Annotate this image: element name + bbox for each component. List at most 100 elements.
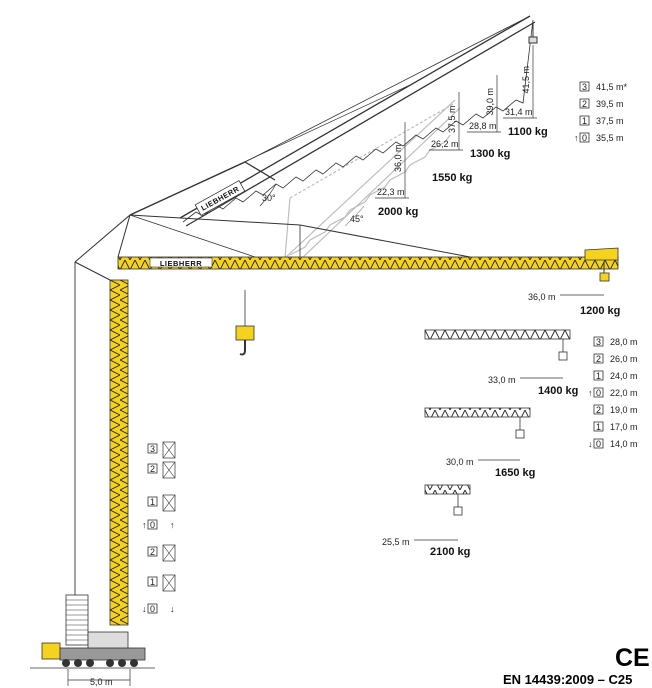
legend-arrow-icon: ↑ xyxy=(588,388,593,398)
radius-label: 36,0 m xyxy=(528,292,556,302)
section-icon-cross xyxy=(162,441,176,459)
tower-section-icon: 3 xyxy=(147,441,176,459)
angle-30-arc xyxy=(259,183,277,207)
section-icon-cross xyxy=(162,461,176,479)
horizontal-jib-brand-label: LIEBHERR xyxy=(160,259,202,268)
legend-key: 0 xyxy=(596,388,601,398)
section-key-box xyxy=(147,576,158,587)
jib-brand-plate xyxy=(194,180,246,216)
radius-label: 30,0 m xyxy=(446,457,474,467)
load-label: 1650 kg xyxy=(495,467,535,479)
section-key-box xyxy=(147,519,158,530)
hook-block xyxy=(558,351,568,361)
legend-value: 35,5 m xyxy=(596,133,624,143)
legend-key: 0 xyxy=(596,439,601,449)
section-icon-cross xyxy=(162,574,176,592)
load-label: 1300 kg xyxy=(470,148,510,160)
height-label: 39,0 m xyxy=(485,88,495,116)
radius-label: 31,4 m xyxy=(505,107,533,117)
radius-label: 22,3 m xyxy=(377,187,405,197)
legend-key: 2 xyxy=(596,354,601,364)
base-width-dimension xyxy=(67,669,131,686)
legend-key-box xyxy=(593,387,604,398)
base-undercarriage xyxy=(30,631,155,669)
legend-row: 2 26,0 m xyxy=(593,353,638,364)
luffing-config: 37,5 m 26,2 m 1550 kg xyxy=(429,92,472,184)
legend-row: 0↑ 22,0 m xyxy=(588,387,638,398)
legend-key-box xyxy=(593,370,604,381)
section-arrow-icon: ↑ xyxy=(170,520,175,530)
legend-key: 1 xyxy=(596,371,601,381)
legend-key-box xyxy=(593,404,604,415)
tower-section-icon: 1 xyxy=(147,574,176,592)
tower-section-icon: 1 xyxy=(147,494,176,512)
short-jib-lattice xyxy=(425,408,530,417)
load-label: 1550 kg xyxy=(432,172,472,184)
horizontal-config: 25,5 m 2100 kg xyxy=(382,484,471,558)
section-icon-cross xyxy=(162,494,176,512)
legend-key: 2 xyxy=(596,405,601,415)
tower-section-icon: 2 xyxy=(147,461,176,479)
section-key-box xyxy=(147,496,158,507)
legend-arrow-icon: ↑ xyxy=(574,133,579,143)
tower-section-icon: 0↑↑ xyxy=(142,519,175,530)
legend-value: 26,0 m xyxy=(610,354,638,364)
jib-tip-hook xyxy=(528,22,538,44)
jib-brand-label: LIEBHERR xyxy=(200,184,241,212)
angle-45-arc xyxy=(344,205,365,227)
legend-value: 14,0 m xyxy=(610,439,638,449)
tower xyxy=(65,214,131,646)
legend-key-box xyxy=(579,81,590,92)
horizontal-config: 30,0 m 1650 kg xyxy=(424,407,535,479)
load-label: 1400 kg xyxy=(538,385,578,397)
height-label: 36,0 m xyxy=(393,144,403,172)
legend-value: 41,5 m* xyxy=(596,82,628,92)
ce-mark: CE xyxy=(615,644,650,672)
legend-key: 2 xyxy=(582,99,587,109)
short-jib-lattice xyxy=(425,330,570,339)
section-key: 2 xyxy=(150,464,155,474)
height-label: 37,5 m xyxy=(447,105,457,133)
legend-key: 3 xyxy=(596,337,601,347)
hook-block xyxy=(453,506,463,516)
legend-key-box xyxy=(593,438,604,449)
load-label: 1100 kg xyxy=(508,126,548,138)
ghost-jib-45 xyxy=(284,99,461,261)
legend-value: 19,0 m xyxy=(610,405,638,415)
legend-key: 1 xyxy=(582,116,587,126)
legend-key-box xyxy=(593,421,604,432)
legend-key: 3 xyxy=(582,82,587,92)
legend-row: 3 41,5 m* xyxy=(579,81,628,92)
legend-row: 0↓ 14,0 m xyxy=(588,438,638,449)
hanging-hook xyxy=(235,290,255,356)
luffing-jib-30 xyxy=(129,15,536,227)
load-label: 2100 kg xyxy=(430,546,470,558)
section-key: 1 xyxy=(150,497,155,507)
legend-key-box xyxy=(579,115,590,126)
section-key: 0 xyxy=(150,520,155,530)
section-key-box xyxy=(147,463,158,474)
legend-value: 37,5 m xyxy=(596,116,624,126)
tower-section-icon: 0↓↓ xyxy=(142,603,175,614)
load-label: 2000 kg xyxy=(378,206,418,218)
legend-value: 22,0 m xyxy=(610,388,638,398)
radius-label: 25,5 m xyxy=(382,537,410,547)
standard-label: EN 14439:2009 – C25 xyxy=(503,672,632,687)
legend-row: 2 19,0 m xyxy=(593,404,638,415)
tower-section-icon: 2 xyxy=(147,544,176,562)
legend-arrow-icon: ↓ xyxy=(588,439,593,449)
radius-label: 26,2 m xyxy=(431,139,459,149)
section-key-box xyxy=(147,443,158,454)
